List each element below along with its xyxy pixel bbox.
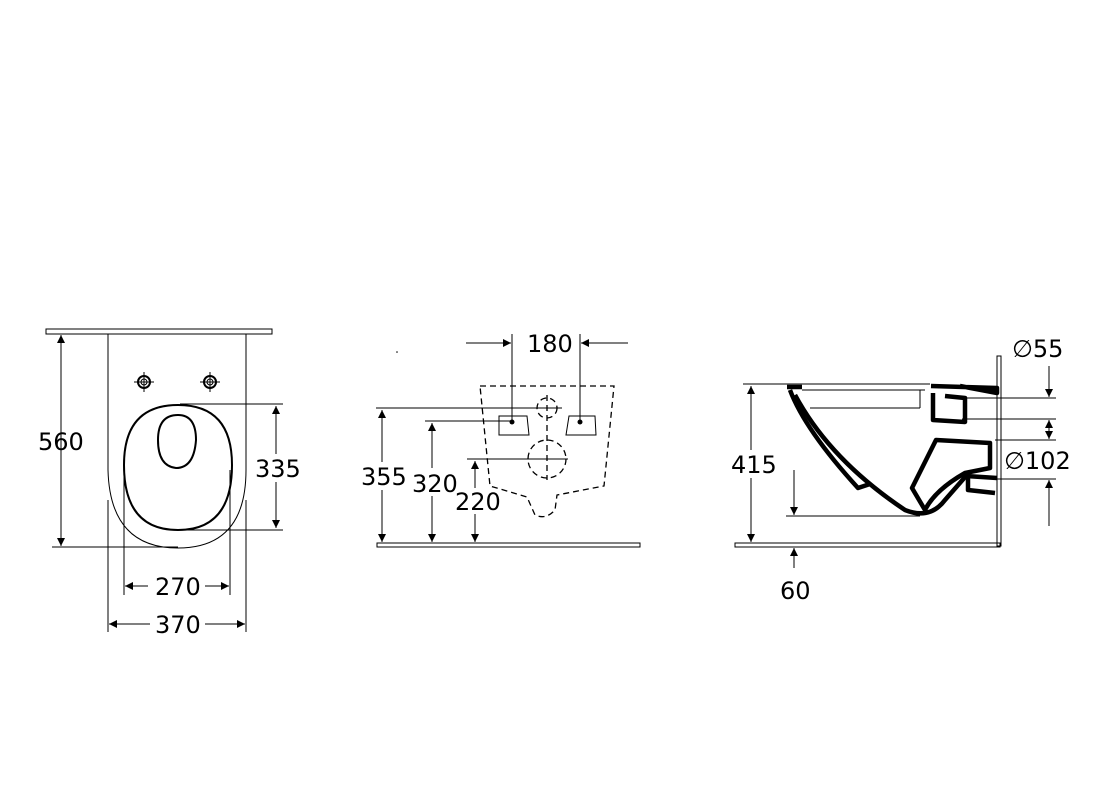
rear-view: 180 355 320 220 (361, 330, 641, 548)
bolt-hole-icon (200, 372, 220, 392)
fixing-bracket (565, 415, 597, 436)
dim-inlet-diameter: ∅55 (1012, 335, 1063, 363)
rear-outline (479, 385, 615, 518)
dim-seat-depth: 335 (255, 455, 301, 483)
dim-bolt-spacing: 180 (527, 330, 573, 358)
bowl-bottom (793, 393, 998, 516)
front-view: 560 335 270 370 (38, 328, 301, 639)
dim-rim-height: 415 (731, 451, 777, 479)
seat-outline (122, 403, 234, 532)
floor-line (376, 542, 641, 548)
dim-waste-height: 220 (455, 488, 501, 516)
outlet-spigot (965, 478, 996, 496)
dim-bolt-height: 320 (412, 470, 458, 498)
wall-line (996, 355, 1002, 547)
rim-top (930, 383, 1000, 396)
trap-channel (909, 437, 993, 513)
inlet-block (930, 393, 968, 425)
dim-bowl-clearance: 60 (780, 577, 811, 605)
bowl-front-wall (787, 384, 871, 491)
fixing-bracket (498, 415, 530, 436)
dim-total-height: 560 (38, 428, 84, 456)
wall-plate (45, 328, 273, 335)
dim-outlet-diameter: ∅102 (1004, 447, 1071, 475)
bowl-opening (156, 413, 198, 470)
floor-line (734, 542, 1001, 548)
dim-seat-width: 270 (155, 573, 201, 601)
bolt-hole-icon (134, 372, 154, 392)
side-view: 415 60 ∅55 ∅102 (731, 335, 1071, 605)
dim-top-fixing-height: 355 (361, 463, 407, 491)
bowl-outline (107, 334, 247, 549)
dim-total-width: 370 (155, 611, 201, 639)
